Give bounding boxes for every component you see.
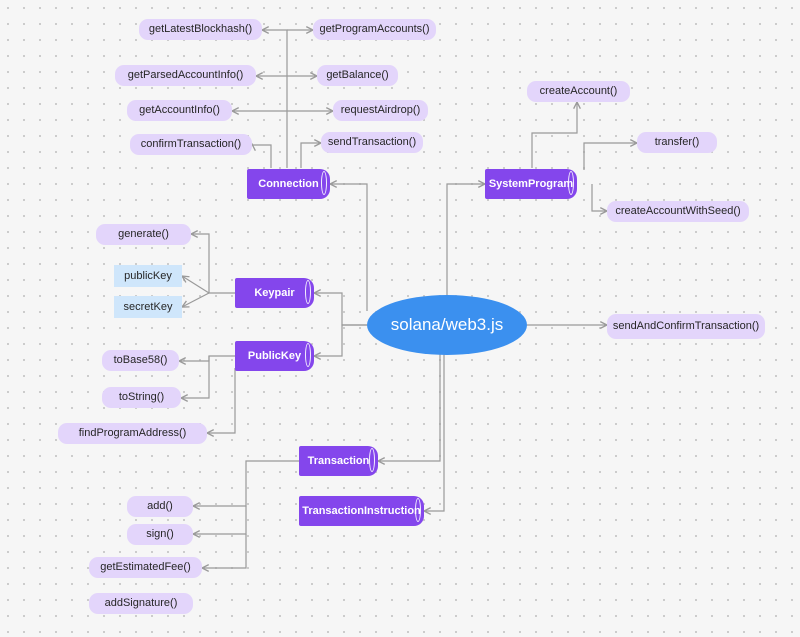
edge-tx-getestimatedfee: [202, 534, 247, 568]
edge-tx-sign: [193, 506, 247, 534]
edge-pk-tostring: [181, 356, 210, 398]
edge-kp-generate: [191, 234, 235, 294]
edge-root-connection: [330, 184, 368, 311]
method-confirm-transaction: confirmTransaction(): [130, 134, 252, 155]
method-add-signature: addSignature(): [89, 593, 193, 614]
method-request-airdrop: requestAirdrop(): [333, 100, 428, 121]
property-secret-key: secretKey: [114, 296, 182, 318]
edge-kp-publickey: [182, 276, 210, 294]
method-get-account-info: getAccountInfo(): [127, 100, 232, 121]
method-generate: generate(): [96, 224, 191, 245]
edge-root-publickey: [314, 324, 367, 356]
method-to-base58: toBase58(): [102, 350, 179, 371]
class-keypair: Keypair: [235, 278, 314, 308]
method-find-program-address: findProgramAddress(): [58, 423, 207, 444]
edge-sp-createaccount: [531, 102, 577, 168]
method-send-and-confirm-transaction: sendAndConfirmTransaction(): [607, 314, 765, 339]
class-transaction: Transaction: [299, 446, 378, 476]
edge-sp-createaccountwithseed: [591, 184, 607, 211]
method-create-account-with-seed: createAccountWithSeed(): [607, 201, 749, 222]
edge-root-keypair: [314, 293, 367, 326]
method-get-balance: getBalance(): [317, 65, 398, 86]
edge-root-systemprogram: [446, 184, 485, 295]
edge-root-transaction: [378, 352, 441, 461]
method-transfer: transfer(): [637, 132, 717, 153]
method-get-latest-blockhash: getLatestBlockhash(): [139, 19, 262, 40]
method-get-program-accounts: getProgramAccounts(): [313, 19, 436, 40]
edge-kp-secretkey: [182, 292, 210, 307]
property-public-key: publicKey: [114, 265, 182, 287]
class-connection: Connection: [247, 169, 330, 199]
class-system-program: SystemProgram: [485, 169, 577, 199]
class-public-key: PublicKey: [235, 341, 314, 371]
method-create-account: createAccount(): [527, 81, 630, 102]
root-node: solana/web3.js: [367, 295, 527, 355]
edge-pk-tobase58: [179, 355, 235, 361]
edge-pk-findprogramaddress: [207, 368, 236, 433]
method-send-transaction: sendTransaction(): [321, 132, 423, 153]
method-to-string: toString(): [102, 387, 181, 408]
method-add: add(): [127, 496, 193, 517]
edge-root-txinstruction: [424, 352, 445, 511]
method-get-estimated-fee: getEstimatedFee(): [89, 557, 202, 578]
edge-sp-transfer: [583, 143, 637, 170]
method-sign: sign(): [127, 524, 193, 545]
method-get-parsed-account-info: getParsedAccountInfo(): [115, 65, 256, 86]
class-transaction-instruction: TransactionInstruction: [299, 496, 424, 526]
edge-conn-sendtransaction: [300, 143, 321, 168]
edge-tx-add: [193, 460, 299, 506]
edge-conn-confirmtransaction: [252, 144, 272, 168]
edge-conn-getlatestblockhash: [262, 30, 288, 168]
